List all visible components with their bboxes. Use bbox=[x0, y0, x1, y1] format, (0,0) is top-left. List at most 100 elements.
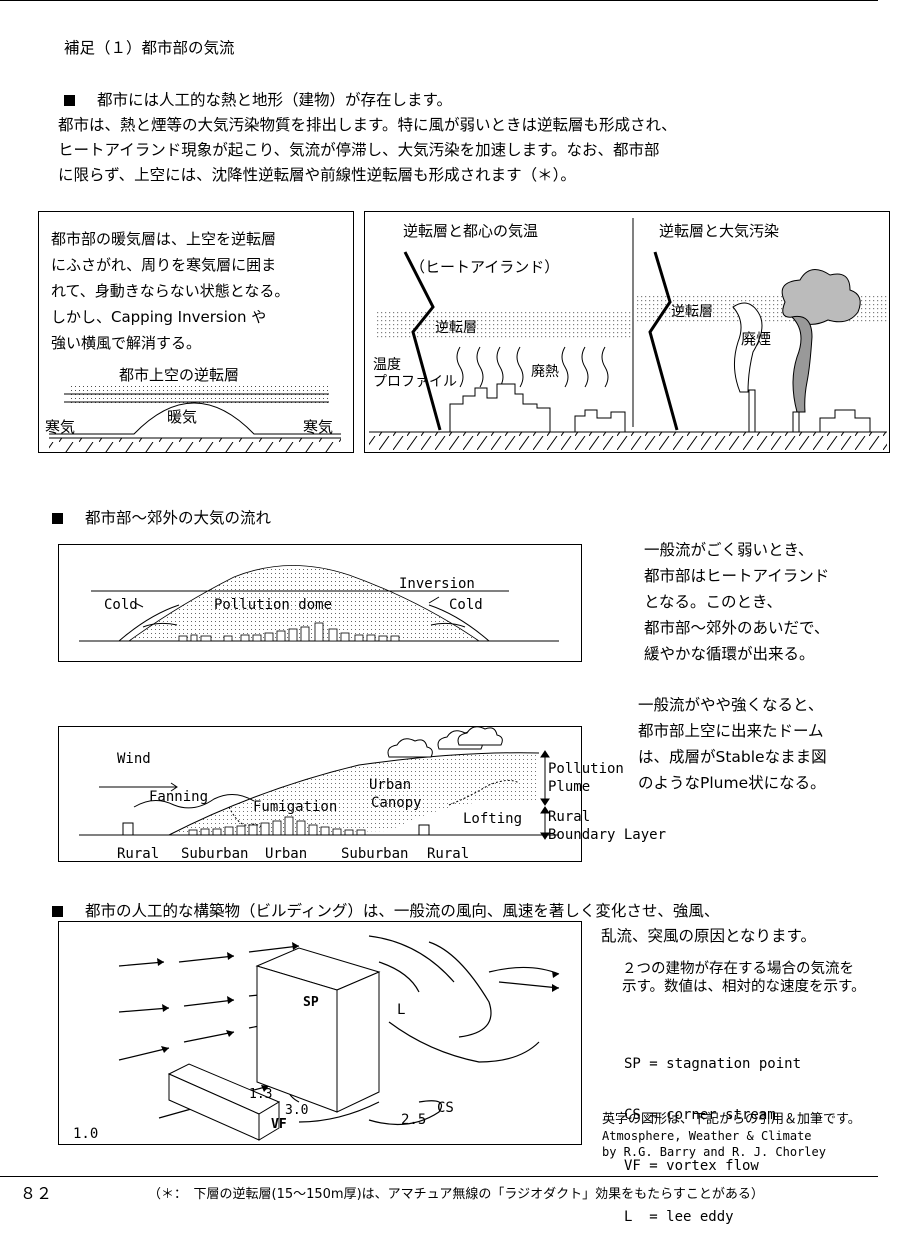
intro-line-1: 都市は、熱と煙等の大気汚染物質を排出します。特に風が弱いときは逆転層も形成され、 bbox=[58, 116, 677, 134]
temp-profile-right bbox=[648, 251, 679, 431]
side-text-1-line-4: 都市部～郊外のあいだで、 bbox=[644, 619, 830, 637]
top-rule bbox=[0, 0, 878, 1]
bottom-label-urban: Urban bbox=[265, 846, 307, 861]
smoke-plume-1 bbox=[732, 302, 763, 393]
legend-vf: VF = vortex flow bbox=[624, 1158, 759, 1174]
legend-l: L = lee eddy bbox=[624, 1209, 734, 1225]
height-markers bbox=[540, 750, 550, 840]
section3-heading-line2: 乱流、突風の原因となります。 bbox=[601, 927, 816, 945]
side-text-1-line-3: となる。このとき、 bbox=[644, 593, 782, 611]
bottom-label-suburban-2: Suburban bbox=[341, 846, 408, 861]
chimney-right bbox=[418, 824, 430, 836]
lofting-label: Lofting bbox=[463, 811, 522, 827]
sp-label: SP bbox=[303, 995, 319, 1010]
intro-line-2: ヒートアイランド現象が起こり、気流が停滞し、大気汚染を加速します。なお、都市部 bbox=[58, 141, 660, 159]
low-building-side bbox=[258, 1101, 280, 1141]
cold-left-text: Cold bbox=[104, 597, 138, 613]
side-text-2-line-4: のようなPlume状になる。 bbox=[638, 774, 826, 792]
credit-line-3: by R.G. Barry and R. J. Chorley bbox=[602, 1145, 826, 1159]
warm-label: 暖気 bbox=[167, 408, 197, 426]
temp-profile-left bbox=[403, 251, 442, 431]
clouds bbox=[387, 727, 503, 758]
square-bullet-icon bbox=[52, 513, 63, 524]
square-bullet-icon bbox=[64, 95, 75, 106]
v25-label: 2.5 bbox=[401, 1112, 426, 1128]
pollution-plume-label: Pollution Plume bbox=[548, 760, 624, 796]
section3-description: ２つの建物が存在する場合の気流を 示す。数値は、相対的な速度を示す。 bbox=[622, 960, 866, 996]
heat-waves bbox=[456, 346, 609, 388]
side-text-1: 一般流がごく弱いとき、 都市部はヒートアイランド となる。このとき、 都市部～郊… bbox=[644, 537, 829, 667]
heat-island-diagram: 逆転層と都心の気温 （ヒートアイランド） 逆転層 温度 プロファイル 廃熱 逆転… bbox=[369, 218, 887, 450]
pollution-dome-diagram: Inversion Cold Pollution dome Cold bbox=[58, 544, 582, 662]
box-left-line-3: れて、身動きならない状態となる。 bbox=[51, 282, 290, 300]
rural-bl-label-2: Boundary Layer bbox=[548, 827, 667, 843]
inversion-text: Inversion bbox=[399, 576, 475, 592]
v30-label: 3.0 bbox=[285, 1103, 308, 1118]
pollution-dome-text: Pollution dome bbox=[214, 597, 332, 613]
intro-line-3: に限らず、上空には、沈降性逆転層や前線性逆転層も形成されます（＊）。 bbox=[58, 166, 576, 184]
legend-cs: CS = corner stream bbox=[624, 1107, 776, 1123]
cold-right-label: 寒気 bbox=[303, 418, 333, 436]
fanning-plume bbox=[133, 794, 255, 809]
desc-line-2: 示す。数値は、相対的な速度を示す。 bbox=[622, 979, 866, 995]
section3-heading: 都市の人工的な構築物（ビルディング）は、一般流の風向、風速を著しく変化させ、強風… bbox=[85, 902, 720, 920]
waste-heat-label: 廃熱 bbox=[531, 363, 559, 380]
circulation-arrows bbox=[118, 596, 490, 642]
l-label: L bbox=[397, 1002, 405, 1018]
rural-bl-label-1: Rural bbox=[548, 809, 591, 825]
side-text-2-line-2: 都市部上空に出来たドーム bbox=[638, 722, 824, 740]
urban-canopy-label-2: Canopy bbox=[371, 795, 422, 811]
section-title: 補足（１）都市部の気流 bbox=[64, 39, 235, 57]
v10-label: 1.0 bbox=[73, 1126, 98, 1142]
page-number: ８２ bbox=[20, 1184, 53, 1203]
credit-line-2: Atmosphere, Weather & Climate bbox=[602, 1129, 812, 1143]
side-text-2: 一般流がやや強くなると、 都市部上空に出来たドーム は、成層がStableなまま… bbox=[638, 692, 827, 796]
warm-dome bbox=[49, 402, 341, 435]
desc-line-1: ２つの建物が存在する場合の気流を bbox=[622, 961, 854, 977]
ground-hatch-right bbox=[369, 432, 887, 450]
chimney-left bbox=[122, 822, 134, 836]
side-text-1-line-1: 一般流がごく弱いとき、 bbox=[644, 541, 814, 559]
inversion-label-left: 逆転層 bbox=[435, 320, 477, 336]
intro-heading: 都市には人工的な熱と地形（建物）が存在します。 bbox=[97, 91, 452, 109]
temp-profile-label-2: プロファイル bbox=[373, 374, 457, 390]
footer-note: （＊： 下層の逆転層(15～150m厚)は、アマチュア無線の「ラジオダクト」効果… bbox=[148, 1187, 764, 1202]
footer-rule bbox=[0, 1176, 878, 1177]
smoke-cloud bbox=[781, 269, 861, 325]
fanning-label: Fanning bbox=[149, 789, 208, 805]
smoke-plume-2 bbox=[790, 315, 813, 413]
cs-label: CS bbox=[437, 1100, 454, 1116]
vf-label: VF bbox=[271, 1117, 287, 1132]
inversion-label-right: 逆転層 bbox=[671, 304, 713, 320]
box-left-line-2: にふさがれ、周りを寒気層に囲ま bbox=[51, 256, 277, 274]
legend-sp: SP = stagnation point bbox=[624, 1056, 802, 1072]
pollution-dome bbox=[129, 565, 479, 641]
warm-air-diagram: 都市上空の逆転層 寒気 暖気 寒気 bbox=[45, 366, 341, 452]
fumigation-label: Fumigation bbox=[253, 799, 337, 815]
credit: 英字の図形は、下記からの引用＆加筆です。 Atmosphere, Weather… bbox=[602, 1112, 861, 1160]
side-text-1-line-2: 都市部はヒートアイランド bbox=[644, 567, 830, 585]
smoke-label: 廃煙 bbox=[741, 330, 771, 348]
chimney-1 bbox=[748, 389, 756, 433]
cold-right-text: Cold bbox=[449, 597, 483, 613]
pollution-plume-label-1: Pollution bbox=[548, 761, 624, 777]
inversion-label: 都市上空の逆転層 bbox=[119, 366, 239, 384]
inversion-box-right: 逆転層と都心の気温 （ヒートアイランド） 逆転層 温度 プロファイル 廃熱 逆転… bbox=[364, 211, 890, 453]
tall-building-side bbox=[336, 971, 380, 1113]
urban-canopy-label-1: Urban bbox=[369, 777, 411, 793]
cold-left-label: 寒気 bbox=[45, 418, 75, 436]
temp-profile-label-1: 温度 bbox=[373, 357, 401, 373]
credit-line-1: 英字の図形は、下記からの引用＆加筆です。 bbox=[602, 1112, 861, 1127]
box-left-line-4: しかし、Capping Inversion や bbox=[51, 308, 267, 326]
inversion-box-left: 都市部の暖気層は、上空を逆転層 にふさがれ、周りを寒気層に囲ま れて、身動きなら… bbox=[38, 211, 354, 453]
v13-label: 1.3 bbox=[249, 1087, 272, 1102]
building-flow-diagram: SP L 1.3 3.0 2.5 CS 1.0 VF bbox=[58, 921, 582, 1145]
bottom-label-suburban-1: Suburban bbox=[181, 846, 248, 861]
plume-diagram: Wind Fanning Fumigation Urban Canopy Lof… bbox=[58, 726, 582, 862]
square-bullet-icon bbox=[52, 906, 63, 917]
factory-buildings bbox=[819, 409, 871, 433]
intro-heading-row: 都市には人工的な熱と地形（建物）が存在します。 bbox=[64, 88, 452, 113]
rural-boundary-layer-label: Rural Boundary Layer bbox=[548, 808, 666, 844]
side-text-2-line-1: 一般流がやや強くなると、 bbox=[638, 696, 824, 714]
city-buildings bbox=[449, 383, 551, 433]
